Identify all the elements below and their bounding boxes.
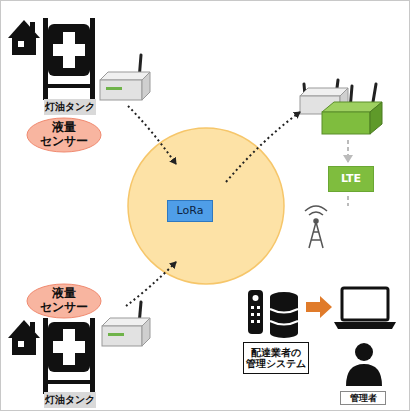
node-text: 配達業者の 管理システム (245, 347, 307, 370)
node-text: 灯油タンク (45, 394, 95, 406)
uplink-arrow (347, 140, 349, 162)
system-label: 配達業者の 管理システム (243, 342, 309, 374)
lte-router (322, 84, 382, 134)
node-text: 管理者 (350, 393, 377, 403)
tank-icon (43, 18, 95, 100)
flow-arrow (306, 296, 332, 318)
tank-icon (43, 318, 95, 394)
tower-icon (305, 206, 327, 248)
radio-link (126, 262, 176, 306)
lora-device (102, 302, 150, 346)
lora-device (100, 55, 150, 100)
house-icon (8, 20, 40, 55)
sensor-label: 液量 センサー (26, 117, 102, 153)
lora-area (128, 128, 284, 284)
sensor-label: 液量 センサー (26, 283, 102, 319)
house-icon (8, 320, 40, 355)
node-text: 液量 センサー (38, 287, 90, 315)
radio-link (226, 112, 300, 182)
tank-label: 灯油タンク (44, 392, 96, 408)
node-text: 灯油タンク (45, 101, 95, 113)
laptop-icon (334, 288, 396, 329)
uplink-arrow (347, 196, 349, 206)
radio-link (128, 106, 176, 164)
server-icon (248, 290, 298, 338)
node-text: 液量 センサー (38, 121, 90, 149)
tank-label: 灯油タンク (44, 99, 96, 115)
admin-label: 管理者 (340, 391, 386, 405)
lora-box: LoRa (167, 200, 213, 222)
node-text: LoRa (177, 205, 204, 218)
person-icon (346, 343, 382, 386)
lte-box: LTE (328, 166, 374, 192)
node-text: LTE (341, 173, 361, 186)
